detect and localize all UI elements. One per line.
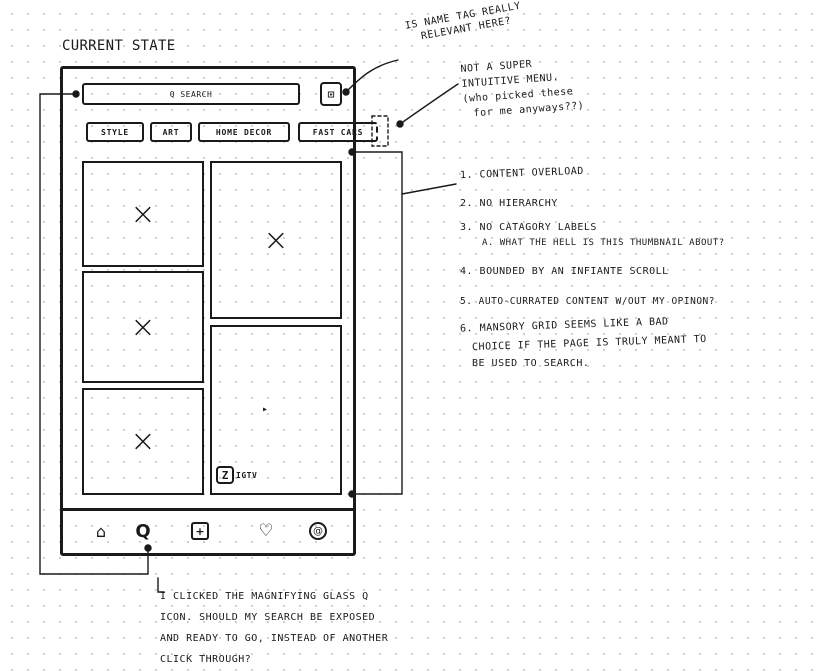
issue-item: 3. NO CATAGORY LABELS (460, 222, 597, 233)
annotation-search-click: I CLICKED THE MAGNIFYING GLASS Q ICON. S… (160, 586, 388, 670)
igtv-icon: Z (216, 466, 234, 484)
placeholder-x-icon: × (130, 309, 156, 345)
video-tile[interactable] (210, 325, 342, 495)
igtv-label: IGTV (236, 471, 258, 480)
thumbnail-tile[interactable]: × (82, 388, 204, 495)
category-chip-art[interactable]: ART (150, 122, 192, 142)
issue-item: BE USED TO SEARCH. (472, 358, 590, 369)
thumbnail-tile[interactable]: × (82, 271, 204, 383)
search-input[interactable]: Q SEARCH (82, 83, 300, 105)
category-chip-style[interactable]: STYLE (86, 122, 144, 142)
diagram-title: CURRENT STATE (62, 38, 176, 54)
thumbnail-tile[interactable]: × (210, 161, 342, 319)
issue-item: 4. BOUNDED BY AN INFIANTE SCROLL (460, 266, 669, 277)
placeholder-x-icon: × (130, 424, 156, 459)
annotation-line: CLICK THROUGH? (160, 654, 252, 665)
annotation-line: I CLICKED THE MAGNIFYING GLASS Q (160, 591, 369, 602)
annotation-line: AND READY TO GO, INSTEAD OF ANOTHER (160, 633, 389, 644)
category-chip-home-decor[interactable]: HOME DECOR (198, 122, 290, 142)
heart-icon[interactable]: ♡ (258, 521, 274, 541)
thumbnail-tile[interactable]: × (82, 161, 204, 267)
home-icon[interactable]: ⌂ (95, 521, 107, 541)
issue-item: 5. AUTO-CURRATED CONTENT W/OUT MY OPINON… (460, 296, 715, 307)
placeholder-x-icon: × (130, 196, 156, 232)
category-chip-fast-cars[interactable]: FAST CARS (298, 122, 378, 142)
annotation-line: ICON. SHOULD MY SEARCH BE EXPOSED (160, 612, 376, 623)
nametag-icon[interactable]: ⊡ (320, 82, 342, 106)
search-icon[interactable]: Q (135, 520, 151, 542)
annotation-menu: NOT A SUPER INTUITIVE MENU. (who picked … (460, 54, 585, 122)
play-icon: ▸ (262, 404, 269, 415)
issue-subitem: a. WHAT THE HELL IS THIS THUMBNAIL ABOUT… (482, 238, 725, 248)
issue-item: 2. NO HIERARCHY (460, 198, 558, 209)
add-icon[interactable]: + (191, 522, 209, 540)
nav-divider (60, 508, 356, 511)
placeholder-x-icon: × (263, 222, 289, 258)
phone-frame (60, 66, 356, 556)
profile-icon[interactable]: @ (309, 522, 327, 540)
